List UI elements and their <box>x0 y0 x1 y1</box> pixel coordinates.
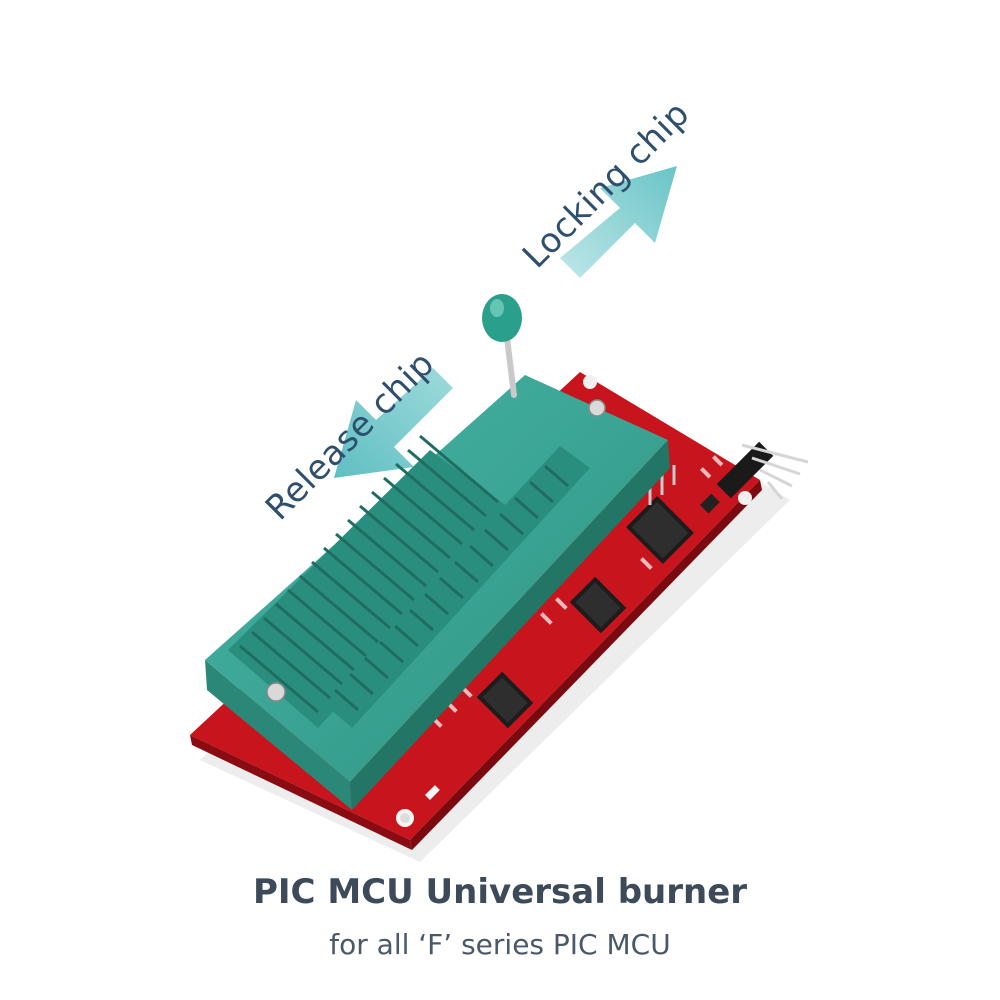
product-subtitle: for all ‘F’ series PIC MCU <box>329 928 671 961</box>
locking-arrow-icon <box>560 166 677 278</box>
zif-socket <box>205 375 670 810</box>
product-title: PIC MCU Universal burner <box>252 872 748 912</box>
release-arrow-icon <box>334 368 453 478</box>
pin-header <box>716 441 809 500</box>
socket-lever <box>482 294 522 398</box>
jumper-headers <box>476 465 694 729</box>
